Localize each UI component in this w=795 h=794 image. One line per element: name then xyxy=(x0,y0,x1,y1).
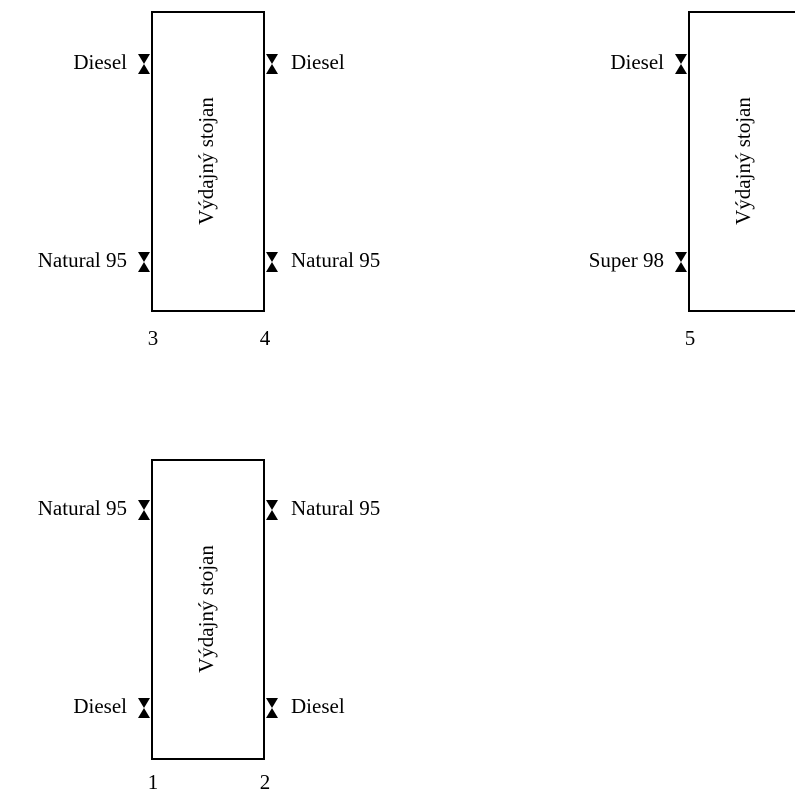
nozzle-icon xyxy=(266,698,278,718)
nozzle-icon xyxy=(138,500,150,520)
stand-body xyxy=(688,11,795,312)
stand-body xyxy=(151,459,265,760)
fuel-label-left-bottom: Super 98 xyxy=(589,248,664,272)
nozzle-icon xyxy=(266,54,278,74)
fuel-label-left-top: Diesel xyxy=(73,50,127,74)
pump-number-right: 2 xyxy=(260,770,271,794)
pump-number-left: 5 xyxy=(685,326,696,350)
dispenser-stand-3-4: Výdajný stojan Diesel Natural 95 Diesel … xyxy=(38,11,380,350)
nozzle-icon xyxy=(138,54,150,74)
fuel-label-left-top: Natural 95 xyxy=(38,496,127,520)
fuel-label-left-bottom: Diesel xyxy=(73,694,127,718)
fuel-label-right-top: Natural 95 xyxy=(291,496,380,520)
fuel-label-right-bottom: Diesel xyxy=(291,694,345,718)
fuel-label-right-top: Diesel xyxy=(291,50,345,74)
nozzle-icon xyxy=(675,252,687,272)
stand-label: Výdajný stojan xyxy=(194,97,218,225)
pump-number-left: 1 xyxy=(148,770,159,794)
stand-label: Výdajný stojan xyxy=(731,97,755,225)
nozzle-icon xyxy=(266,252,278,272)
stand-label: Výdajný stojan xyxy=(194,545,218,673)
dispenser-stand-1-2: Výdajný stojan Natural 95 Diesel Natural… xyxy=(38,459,380,794)
fuel-label-left-top: Diesel xyxy=(610,50,664,74)
nozzle-icon xyxy=(266,500,278,520)
nozzle-icon xyxy=(138,698,150,718)
pump-number-left: 3 xyxy=(148,326,159,350)
pump-number-right: 4 xyxy=(260,326,271,350)
stand-body xyxy=(151,11,265,312)
dispenser-stand-5: Výdajný stojan Diesel Super 98 5 xyxy=(589,11,795,350)
nozzle-icon xyxy=(675,54,687,74)
fuel-label-right-bottom: Natural 95 xyxy=(291,248,380,272)
nozzle-icon xyxy=(138,252,150,272)
fuel-label-left-bottom: Natural 95 xyxy=(38,248,127,272)
